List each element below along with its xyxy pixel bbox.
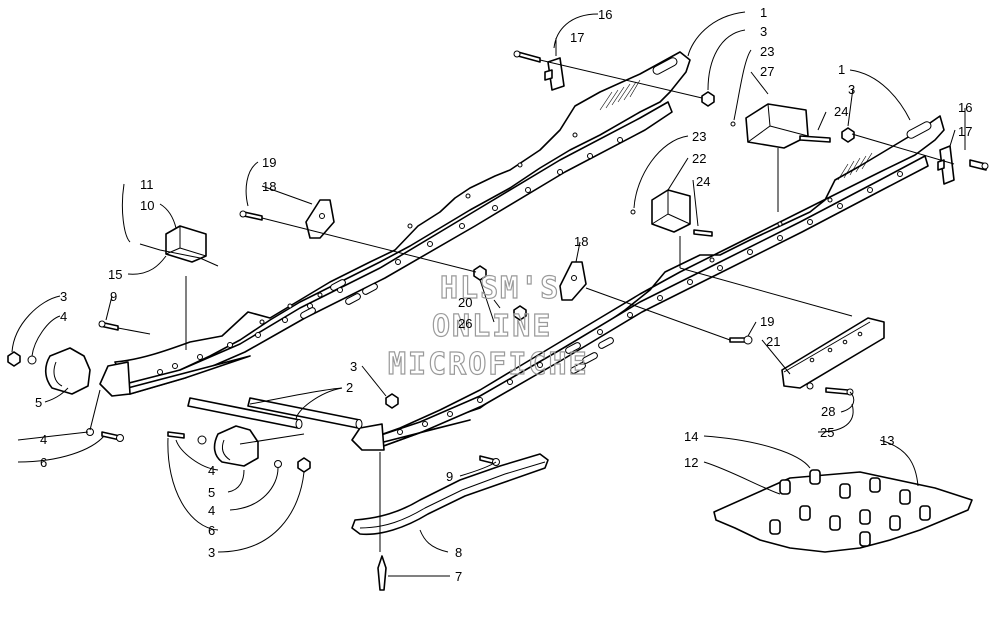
stopper-block-27	[745, 103, 809, 149]
callout-3-center: 3	[350, 359, 357, 374]
callout-25: 25	[820, 425, 834, 440]
hardware-bolts	[98, 50, 989, 591]
callout-9-left: 9	[110, 289, 117, 304]
callout-27: 27	[760, 64, 774, 79]
callout-10: 10	[140, 198, 154, 213]
callout-8: 8	[455, 545, 462, 560]
watermark-line-3: MICROFICHE	[388, 347, 589, 382]
bracket-17-rear	[544, 57, 565, 91]
stopper-block-10	[139, 225, 219, 267]
bracket-18-front	[559, 261, 587, 301]
rail-slots	[300, 279, 378, 319]
callout-2: 2	[346, 380, 353, 395]
rail-holes-front	[397, 171, 903, 435]
callout-6-bottom: 6	[208, 523, 215, 538]
callout-24-top: 24	[834, 104, 848, 119]
callout-3-top: 3	[760, 24, 767, 39]
callout-7: 7	[455, 569, 462, 584]
rail-hatch-front	[837, 152, 873, 181]
callout-24-mid: 24	[696, 174, 710, 189]
callout-13: 13	[880, 433, 894, 448]
callout-23-mid: 23	[692, 129, 706, 144]
watermark: HLSM'S ONLINE MICROFICHE	[387, 270, 589, 382]
bumper-front	[213, 425, 259, 467]
assembly-lines	[89, 59, 955, 552]
callout-leaders	[11, 11, 966, 577]
callout-5-lower: 5	[208, 485, 215, 500]
rail-rear-left	[99, 51, 691, 397]
rail-front-right	[351, 115, 945, 451]
rail-slots-front	[565, 337, 614, 374]
callout-16-right: 16	[958, 100, 972, 115]
bumper-rear	[44, 347, 91, 395]
callout-26: 26	[458, 316, 472, 331]
callout-17-right: 17	[958, 124, 972, 139]
rail-hatch	[599, 79, 641, 111]
callout-16-top: 16	[598, 7, 612, 22]
stopper-block-22	[651, 189, 691, 233]
track-lugs	[769, 469, 931, 547]
bogie-slide-block	[781, 317, 885, 389]
callout-labels: 16 17 1 3 23 27 1 3 24 16 17 23 22 24 19…	[35, 5, 972, 584]
cross-shafts	[187, 397, 363, 429]
callout-5-left: 5	[35, 395, 42, 410]
hardware-nuts	[7, 91, 855, 473]
callout-18-left: 18	[262, 179, 276, 194]
callout-19-left: 19	[262, 155, 276, 170]
callout-4-left: 4	[60, 309, 67, 324]
callout-4-bottom: 4	[208, 503, 215, 518]
callout-28: 28	[821, 404, 835, 419]
callout-22: 22	[692, 151, 706, 166]
callout-1-right: 1	[838, 62, 845, 77]
watermark-line-1: HLSM'S	[440, 271, 560, 306]
callout-4-lower-left: 4	[40, 432, 47, 447]
rail-holes	[157, 132, 623, 375]
callout-21: 21	[766, 334, 780, 349]
watermark-line-2: ONLINE	[432, 309, 552, 344]
callout-9-lower: 9	[446, 469, 453, 484]
slide-rail-wear-strip	[351, 453, 549, 536]
callout-17-top: 17	[570, 30, 584, 45]
callout-23-top: 23	[760, 44, 774, 59]
callout-1-top: 1	[760, 5, 767, 20]
callout-3-bottom: 3	[208, 545, 215, 560]
callout-14: 14	[684, 429, 698, 444]
callout-3-right: 3	[848, 82, 855, 97]
bracket-18-rear	[305, 199, 335, 239]
callout-18-mid: 18	[574, 234, 588, 249]
callout-11: 11	[140, 177, 154, 192]
callout-6-lower-left: 6	[40, 455, 47, 470]
callout-4-lower: 4	[208, 463, 215, 478]
callout-20: 20	[458, 295, 472, 310]
callout-19-right: 19	[760, 314, 774, 329]
callout-12: 12	[684, 455, 698, 470]
callout-3-left: 3	[60, 289, 67, 304]
track-section	[713, 469, 973, 553]
callout-15: 15	[108, 267, 122, 282]
bracket-17-front	[937, 145, 955, 185]
